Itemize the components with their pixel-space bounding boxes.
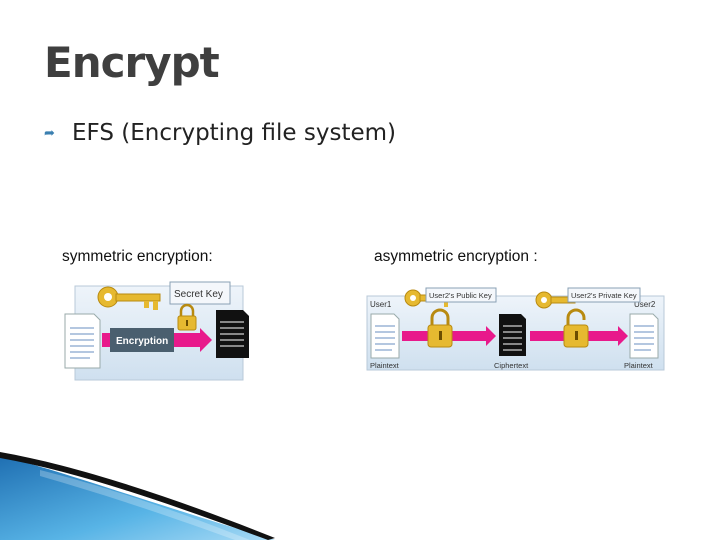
arrow-bullet-icon: ➦ bbox=[44, 125, 55, 141]
plaintext-right-document-icon bbox=[629, 313, 659, 359]
encryption-label: Encryption bbox=[116, 336, 168, 347]
asymmetric-caption: asymmetric encryption : bbox=[374, 248, 538, 265]
asymmetric-diagram: User1 User2 User2's Public Key User2's P… bbox=[366, 287, 665, 371]
plaintext-left-label: Plaintext bbox=[370, 361, 400, 370]
plaintext-right-label: Plaintext bbox=[624, 361, 654, 370]
bullet-text: EFS (Encrypting file system) bbox=[72, 120, 397, 146]
secret-key-label-box bbox=[169, 281, 231, 305]
slide-title: Encrypt bbox=[44, 38, 220, 87]
private-key-label: User2's Private Key bbox=[571, 291, 637, 300]
secret-key-label: Secret Key bbox=[174, 289, 223, 300]
encryption-box bbox=[110, 328, 174, 352]
ciphertext-document-icon bbox=[499, 314, 526, 356]
symmetric-caption: symmetric encryption: bbox=[62, 248, 213, 265]
lock-icon bbox=[177, 303, 197, 331]
private-key-icon bbox=[535, 291, 576, 309]
bullet-item: ➦ EFS (Encrypting file system) bbox=[44, 120, 396, 146]
ciphertext-label: Ciphertext bbox=[494, 361, 529, 370]
key-icon bbox=[97, 286, 161, 310]
plaintext-left-document-icon bbox=[370, 313, 400, 359]
public-key-label-box bbox=[425, 287, 497, 303]
public-key-label: User2's Public Key bbox=[429, 291, 492, 300]
lock-open-icon bbox=[563, 308, 589, 348]
lock-closed-icon bbox=[427, 308, 453, 348]
ciphertext-document-icon bbox=[216, 310, 249, 358]
user2-label: User2 bbox=[634, 300, 656, 309]
private-key-label-box bbox=[567, 287, 641, 303]
plaintext-document-icon bbox=[64, 313, 101, 369]
symmetric-diagram: Secret Key Encryption bbox=[64, 281, 249, 381]
user1-label: User1 bbox=[370, 300, 392, 309]
